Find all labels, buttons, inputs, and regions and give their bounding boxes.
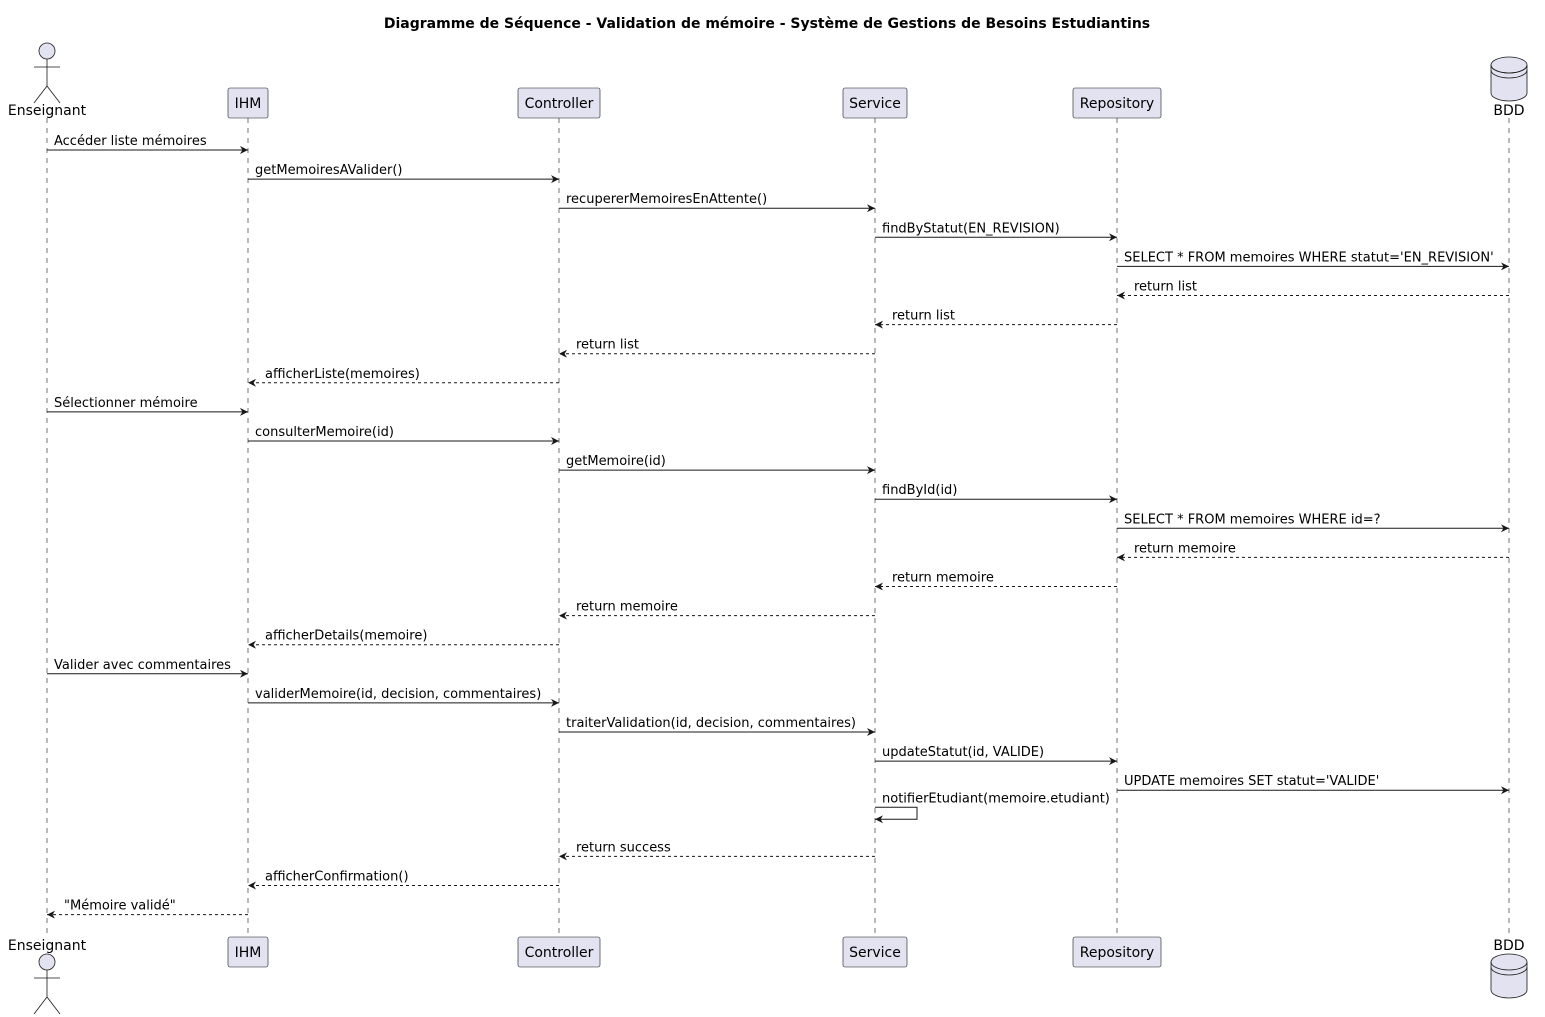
message-8: return list bbox=[559, 338, 875, 358]
message-11: consulterMemoire(id) bbox=[248, 425, 559, 445]
participant-top-service: Service bbox=[842, 87, 908, 119]
participant-repository: Repository bbox=[1072, 87, 1162, 119]
lifelines bbox=[46, 118, 1510, 937]
message-24: notifierEtudiant(memoire.etudiant) bbox=[875, 791, 1110, 824]
message-label: recupererMemoiresEnAttente() bbox=[566, 192, 767, 207]
message-26: afficherConfirmation() bbox=[248, 870, 559, 890]
message-label: return list bbox=[576, 338, 639, 353]
message-20: validerMemoire(id, decision, commentaire… bbox=[248, 687, 559, 707]
message-label: return success bbox=[576, 840, 671, 855]
participant-bottom-controller: Controller bbox=[517, 936, 601, 968]
participant-label-controller: Controller bbox=[525, 96, 594, 112]
message-label: return memoire bbox=[892, 571, 994, 586]
participant-top-controller: Controller bbox=[517, 87, 601, 119]
message-label: afficherConfirmation() bbox=[265, 870, 409, 885]
participant-label-enseignant: Enseignant bbox=[8, 938, 87, 954]
actor-head-icon bbox=[38, 953, 56, 971]
message-label: return list bbox=[892, 309, 955, 324]
message-22: updateStatut(id, VALIDE) bbox=[875, 745, 1117, 766]
message-13: findById(id) bbox=[875, 483, 1117, 504]
message-16: return memoire bbox=[875, 571, 1117, 591]
message-label: findByStatut(EN_REVISION) bbox=[882, 221, 1060, 236]
message-14: SELECT * FROM memoires WHERE id=? bbox=[1117, 512, 1509, 533]
participant-top-ihm: IHM bbox=[227, 87, 269, 119]
message-17: return memoire bbox=[559, 600, 875, 620]
message-12: getMemoire(id) bbox=[559, 454, 875, 475]
message-label: getMemoire(id) bbox=[566, 454, 666, 469]
participant-label-repository: Repository bbox=[1080, 945, 1154, 961]
message-label: SELECT * FROM memoires WHERE id=? bbox=[1124, 512, 1381, 527]
participant-bottom-ihm: IHM bbox=[227, 936, 269, 968]
participant-service: Service bbox=[842, 87, 908, 119]
participant-label-repository: Repository bbox=[1080, 96, 1154, 112]
database-body-icon bbox=[1490, 962, 1528, 999]
message-label: "Mémoire validé" bbox=[64, 899, 176, 914]
message-label: findById(id) bbox=[882, 483, 957, 498]
message-label: validerMemoire(id, decision, commentaire… bbox=[255, 687, 541, 702]
database-body-icon bbox=[1490, 65, 1528, 102]
participant-top-bdd: BDD bbox=[1490, 56, 1528, 119]
message-label: afficherDetails(memoire) bbox=[265, 629, 427, 644]
participant-controller: Controller bbox=[517, 87, 601, 119]
participant-label-enseignant: Enseignant bbox=[8, 103, 87, 119]
message-label: return list bbox=[1134, 280, 1197, 295]
message-27: "Mémoire validé" bbox=[47, 899, 248, 919]
actor-head-icon bbox=[38, 42, 56, 60]
participants-top: Enseignant IHM Controller Service Repository… bbox=[8, 42, 1528, 119]
participant-service: Service bbox=[842, 936, 908, 968]
message-6: return list bbox=[1117, 280, 1509, 300]
message-18: afficherDetails(memoire) bbox=[248, 629, 559, 649]
message-19: Valider avec commentaires bbox=[47, 658, 248, 678]
message-label: return memoire bbox=[1134, 541, 1236, 556]
message-label: notifierEtudiant(memoire.etudiant) bbox=[882, 791, 1110, 806]
participant-label-controller: Controller bbox=[525, 945, 594, 961]
messages: Accéder liste mémoires getMemoiresAValide… bbox=[47, 134, 1509, 919]
message-3: recupererMemoiresEnAttente() bbox=[559, 192, 875, 213]
message-label: Valider avec commentaires bbox=[54, 658, 231, 673]
message-label: consulterMemoire(id) bbox=[255, 425, 394, 440]
diagram-title: Diagramme de Séquence - Validation de mé… bbox=[384, 16, 1150, 32]
participant-bottom-repository: Repository bbox=[1072, 936, 1162, 968]
message-arrow bbox=[875, 806, 918, 824]
participant-ihm: IHM bbox=[227, 936, 269, 968]
message-label: traiterValidation(id, decision, commenta… bbox=[566, 716, 856, 731]
message-23: UPDATE memoires SET statut='VALIDE' bbox=[1117, 774, 1509, 795]
message-2: getMemoiresAValider() bbox=[248, 163, 559, 184]
participant-ihm: IHM bbox=[227, 87, 269, 119]
message-21: traiterValidation(id, decision, commenta… bbox=[559, 716, 875, 736]
message-10: Sélectionner mémoire bbox=[47, 396, 248, 416]
message-label: updateStatut(id, VALIDE) bbox=[882, 745, 1044, 760]
participant-controller: Controller bbox=[517, 936, 601, 968]
message-label: Sélectionner mémoire bbox=[54, 396, 198, 411]
message-4: findByStatut(EN_REVISION) bbox=[875, 221, 1117, 242]
participant-repository: Repository bbox=[1072, 936, 1162, 968]
message-label: SELECT * FROM memoires WHERE statut='EN_… bbox=[1124, 250, 1494, 265]
participant-label-ihm: IHM bbox=[235, 945, 262, 961]
participant-top-repository: Repository bbox=[1072, 87, 1162, 119]
message-label: return memoire bbox=[576, 600, 678, 615]
database-top-icon bbox=[1490, 953, 1528, 971]
participant-bottom-service: Service bbox=[842, 936, 908, 968]
participant-label-bdd: BDD bbox=[1493, 938, 1524, 954]
message-25: return success bbox=[559, 840, 875, 861]
participants-bottom: Enseignant IHM Controller Service Repository… bbox=[8, 936, 1528, 1015]
participant-label-ihm: IHM bbox=[235, 96, 262, 112]
participant-label-service: Service bbox=[849, 945, 901, 961]
message-15: return memoire bbox=[1117, 541, 1509, 562]
participant-bottom-bdd: BDD bbox=[1490, 938, 1528, 999]
message-label: getMemoiresAValider() bbox=[255, 163, 403, 178]
message-5: SELECT * FROM memoires WHERE statut='EN_… bbox=[1117, 250, 1509, 271]
participant-top-enseignant: Enseignant bbox=[8, 42, 87, 119]
message-1: Accéder liste mémoires bbox=[47, 134, 248, 154]
message-label: Accéder liste mémoires bbox=[54, 134, 207, 149]
message-label: afficherListe(memoires) bbox=[265, 367, 420, 382]
message-label: UPDATE memoires SET statut='VALIDE' bbox=[1124, 774, 1379, 789]
participant-label-service: Service bbox=[849, 96, 901, 112]
participant-bottom-enseignant: Enseignant bbox=[8, 938, 87, 1015]
message-7: return list bbox=[875, 309, 1117, 329]
message-9: afficherListe(memoires) bbox=[248, 367, 559, 387]
participant-label-bdd: BDD bbox=[1493, 103, 1524, 119]
